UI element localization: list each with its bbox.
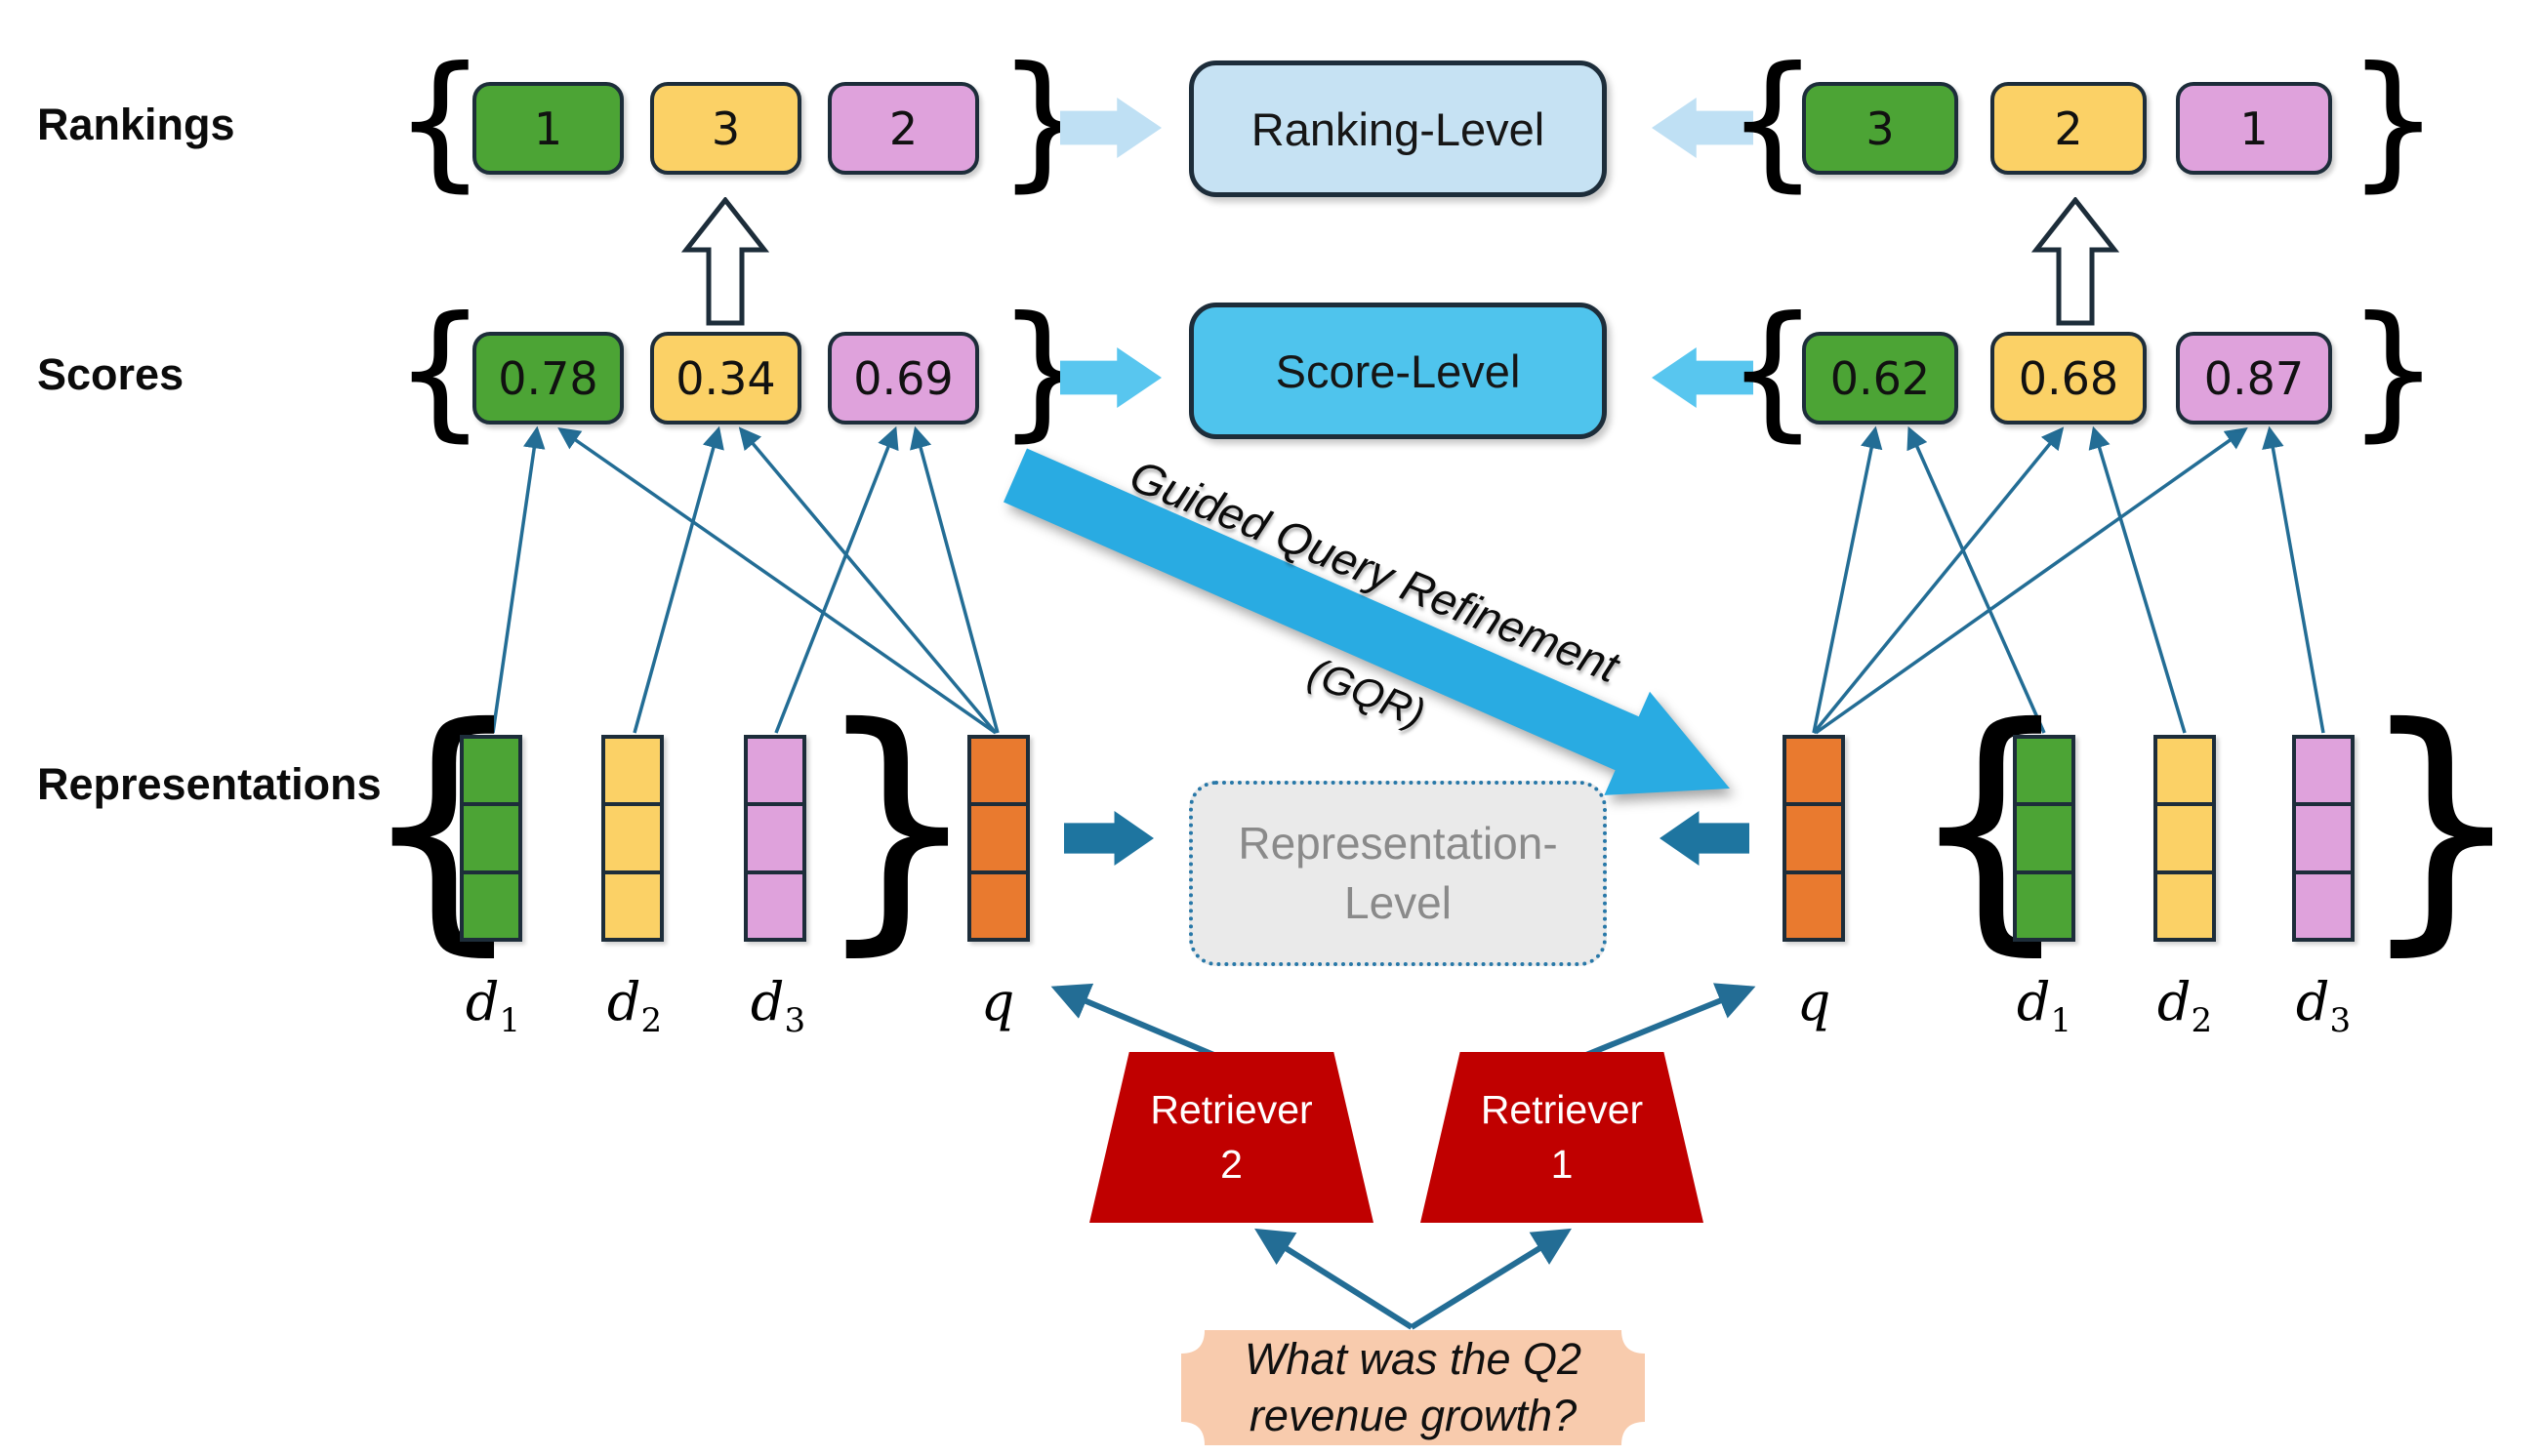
doc3-vector-left xyxy=(744,735,806,942)
left-rankings-open-brace: { xyxy=(393,36,487,206)
doc3-label-right: d3 xyxy=(2295,971,2352,1040)
query-text-line2: revenue growth? xyxy=(1249,1391,1578,1440)
doc2-label-left: d2 xyxy=(606,971,663,1040)
ranking-level-box: Ranking-Level xyxy=(1189,61,1607,197)
retriever-2: Retriever 2 xyxy=(1089,1052,1373,1223)
score-box-d2-left: 0.34 xyxy=(650,332,801,425)
score-box-d2-right: 0.68 xyxy=(1990,332,2147,425)
ranking-box-d3-right: 1 xyxy=(2176,82,2332,175)
score-box-d3-left: 0.69 xyxy=(828,332,979,425)
query-text-line1: What was the Q2 xyxy=(1244,1334,1582,1385)
doc2-vector-right xyxy=(2153,735,2216,942)
query-vector-left xyxy=(967,735,1030,942)
doc1-label-right: d1 xyxy=(2016,971,2072,1040)
ranking-box-d2-right: 2 xyxy=(1990,82,2147,175)
doc1-vector-right xyxy=(2013,735,2075,942)
gqr-sublabel: (GQR) xyxy=(1302,648,1432,737)
score-box-d1-right: 0.62 xyxy=(1802,332,1958,425)
retriever-1-line2: 1 xyxy=(1550,1141,1574,1187)
query-text: What was the Q2 revenue growth? xyxy=(1181,1330,1645,1445)
scores-row-label: Scores xyxy=(37,349,184,399)
ranking-box-d2-left: 3 xyxy=(650,82,801,175)
retriever-2-line1: Retriever xyxy=(1150,1087,1313,1133)
left-representations-close-brace: } xyxy=(813,670,981,978)
representation-level-line2: Level xyxy=(1344,877,1452,928)
ranking-box-d1-left: 1 xyxy=(472,82,624,175)
doc3-label-left: d3 xyxy=(750,971,806,1040)
right-arrow-icon xyxy=(1064,811,1154,866)
right-scores-close-brace: } xyxy=(2347,286,2440,456)
up-arrow-icon xyxy=(681,197,769,326)
rankings-row-label: Rankings xyxy=(37,100,235,149)
right-rankings-close-brace: } xyxy=(2347,36,2440,206)
query-label-right: q xyxy=(1796,971,1831,1032)
doc1-label-left: d1 xyxy=(465,971,521,1040)
query-vector-right xyxy=(1783,735,1845,942)
retriever-1-line1: Retriever xyxy=(1480,1087,1644,1133)
score-box-d1-left: 0.78 xyxy=(472,332,624,425)
right-representations-close-brace: } xyxy=(2357,670,2525,978)
gqr-arrow xyxy=(1004,448,1730,795)
ranking-box-d1-right: 3 xyxy=(1802,82,1958,175)
query-plaque-shape xyxy=(1181,1330,1645,1445)
score-box-d3-right: 0.87 xyxy=(2176,332,2332,425)
left-arrow-icon xyxy=(1660,811,1749,866)
representations-row-label: Representations xyxy=(37,759,382,809)
up-arrow-icon xyxy=(2031,197,2119,326)
representation-level-line1: Representation- xyxy=(1238,818,1558,870)
retriever-2-line2: 2 xyxy=(1220,1141,1243,1187)
left-scores-open-brace: { xyxy=(393,286,487,456)
retriever-1: Retriever 1 xyxy=(1420,1052,1703,1223)
doc2-label-right: d2 xyxy=(2156,971,2213,1040)
representation-level-box: Representation- Level xyxy=(1189,781,1607,966)
ranking-box-d3-left: 2 xyxy=(828,82,979,175)
doc2-vector-left xyxy=(601,735,664,942)
query-label-left: q xyxy=(980,971,1015,1032)
score-level-box: Score-Level xyxy=(1189,303,1607,439)
doc1-vector-left xyxy=(460,735,522,942)
doc3-vector-right xyxy=(2292,735,2355,942)
